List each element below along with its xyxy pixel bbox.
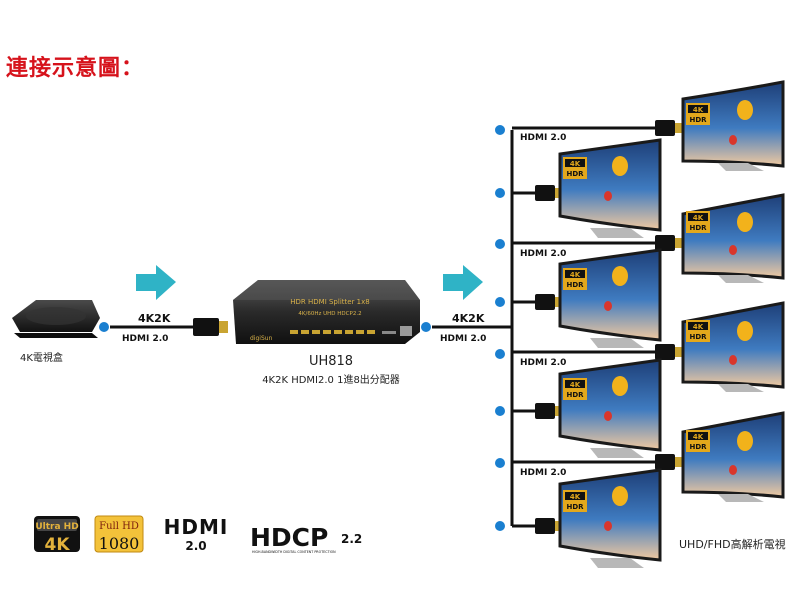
branch-label-2: HDMI 2.0 <box>520 249 566 259</box>
hdcp-logo-text: HDCP <box>250 523 328 552</box>
right-branches <box>512 126 655 464</box>
tv-left-1: 4K HDR <box>558 138 662 238</box>
full-hd-text: Full HD <box>99 521 139 532</box>
output-res-label: 4K2K <box>452 312 485 325</box>
tv-badge-hdr: HDR <box>689 224 707 232</box>
diagram-title: 連接示意圖： <box>6 56 145 81</box>
ultra-hd-4k-logo: Ultra HD 4K <box>34 516 80 555</box>
hdcp-version-text: 2.2 <box>341 532 362 546</box>
branch-label-4: HDMI 2.0 <box>520 468 566 478</box>
right-branch-plugs <box>655 120 682 470</box>
branch-dot-3 <box>495 239 505 249</box>
hdcp-logo: HDCP 2.2 HIGH-BANDWIDTH DIGITAL CONTENT … <box>250 523 362 554</box>
input-connection-dot <box>99 322 109 332</box>
tv-right-2: 4K HDR <box>681 193 785 283</box>
tv-badge-hdr: HDR <box>689 116 707 124</box>
tv-badge-hdr: HDR <box>566 391 584 399</box>
tv-badge-4k: 4K <box>570 381 581 389</box>
input-direction-arrow <box>136 265 176 300</box>
branch-label-3: HDMI 2.0 <box>520 358 566 368</box>
splitter-description: 4K2K HDMI2.0 1進8出分配器 <box>262 373 400 386</box>
tv-badge-4k: 4K <box>693 106 704 114</box>
tv-caption: UHD/FHD高解析電視 <box>679 537 786 551</box>
input-res-label: 4K2K <box>138 312 171 325</box>
tv-badge-hdr: HDR <box>689 333 707 341</box>
ultra-hd-text: Ultra HD <box>35 522 78 532</box>
splitter-brand: digiSun <box>250 335 273 342</box>
tv-badge-hdr: HDR <box>566 503 584 511</box>
hdmi-logo: HDMI 2.0 <box>164 515 229 553</box>
full-hd-1080-text: 1080 <box>99 534 140 553</box>
output-direction-arrow <box>443 265 483 300</box>
ultra-hd-4k-text: 4K <box>44 535 70 555</box>
tv-badge-4k: 4K <box>570 160 581 168</box>
tv-badge-4k: 4K <box>570 493 581 501</box>
tv-right-1: 4K HDR <box>681 80 785 171</box>
tv-badge-4k: 4K <box>693 433 704 441</box>
hdcp-subtitle-text: HIGH-BANDWIDTH DIGITAL CONTENT PROTECTIO… <box>252 550 336 554</box>
tv-left-4: 4K HDR <box>558 468 662 568</box>
output-hdmi-label: HDMI 2.0 <box>440 334 486 344</box>
branch-dot-1 <box>495 125 505 135</box>
full-hd-1080-logo: Full HD 1080 <box>94 515 144 553</box>
splitter-face-line1: HDR HDMI Splitter 1x8 <box>290 298 369 306</box>
tv-badge-hdr: HDR <box>566 170 584 178</box>
tv-box-device <box>12 300 100 338</box>
tv-badge-4k: 4K <box>570 271 581 279</box>
tv-badge-hdr: HDR <box>566 281 584 289</box>
branch-label-1: HDMI 2.0 <box>520 133 566 143</box>
output-connection-dot <box>421 322 431 332</box>
branch-dot-5 <box>495 349 505 359</box>
splitter-face-line2: 4K/60Hz UHD HDCP2.2 <box>298 311 361 317</box>
branch-dot-4 <box>495 297 505 307</box>
input-hdmi-label: HDMI 2.0 <box>122 334 168 344</box>
splitter-led-row <box>290 326 412 336</box>
branch-dots <box>495 125 505 531</box>
splitter-model: UH818 <box>309 354 353 369</box>
branch-dot-2 <box>495 188 505 198</box>
source-caption: 4K電視盒 <box>20 351 63 364</box>
tv-left-2: 4K HDR <box>558 248 662 348</box>
tv-left-3: 4K HDR <box>558 358 662 458</box>
left-branches <box>512 191 535 528</box>
tv-badge-4k: 4K <box>693 214 704 222</box>
tv-right-4: 4K HDR <box>681 411 785 502</box>
tv-right-3: 4K HDR <box>681 301 785 392</box>
input-hdmi-plug <box>193 318 228 336</box>
tv-badge-hdr: HDR <box>689 443 707 451</box>
hdmi-splitter-device: HDR HDMI Splitter 1x8 4K/60Hz UHD HDCP2.… <box>233 280 420 344</box>
tv-badge-4k: 4K <box>693 323 704 331</box>
branch-dot-7 <box>495 458 505 468</box>
hdmi-logo-text: HDMI <box>164 515 229 539</box>
hdmi-version-text: 2.0 <box>185 539 206 553</box>
branch-dot-8 <box>495 521 505 531</box>
branch-dot-6 <box>495 406 505 416</box>
